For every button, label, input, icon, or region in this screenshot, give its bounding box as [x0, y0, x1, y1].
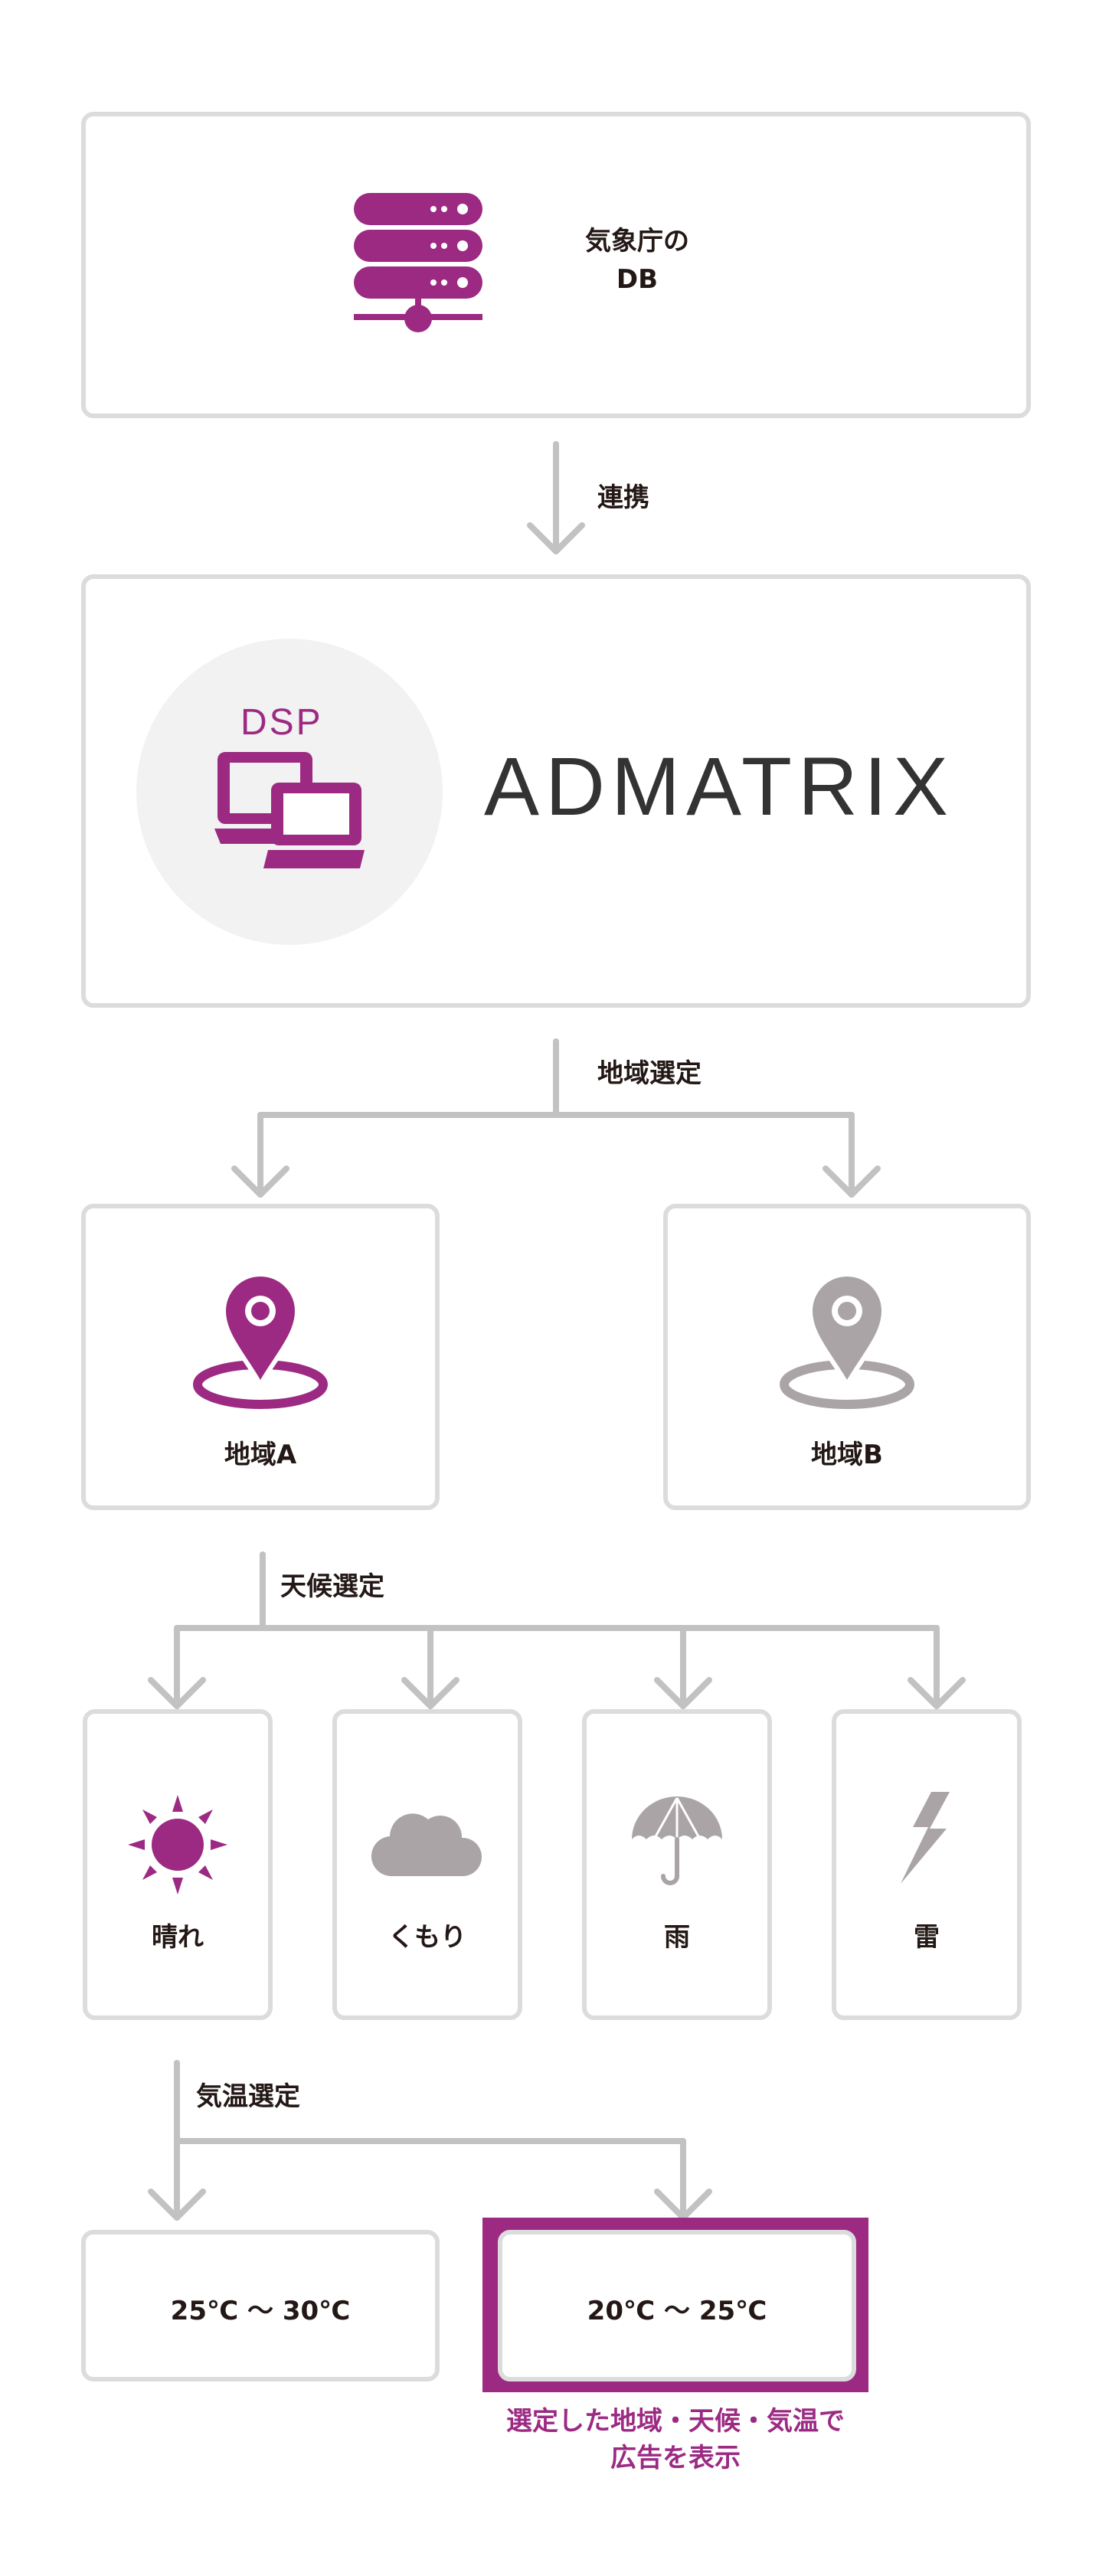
sun-icon	[128, 1795, 227, 1894]
temp-25-30-box[interactable]: 25℃ ～ 30℃	[81, 2230, 440, 2381]
map-pin-icon	[193, 1271, 328, 1409]
lightning-icon	[901, 1792, 950, 1884]
result-caption: 選定した地域・天候・気温で 広告を表示	[429, 2403, 922, 2476]
server-icon	[354, 193, 482, 332]
result-caption-line1: 選定した地域・天候・気温で	[506, 2406, 845, 2437]
temp-20-25-box[interactable]: 20℃ ～ 25℃	[498, 2230, 856, 2381]
umbrella-icon	[632, 1796, 722, 1885]
weather-thunder-label: 雷	[914, 1922, 940, 1953]
weather-sunny-box[interactable]: 晴れ	[83, 1709, 273, 2020]
weather-sunny-label: 晴れ	[152, 1922, 204, 1953]
dsp-box: DSP ADMATRIX	[81, 574, 1031, 1008]
temp-select-label: 気温選定	[196, 2081, 300, 2112]
temp-20-25-label: 20℃ ～ 25℃	[587, 2296, 767, 2326]
cloud-icon	[371, 1813, 482, 1877]
db-label: 気象庁の DB	[515, 222, 760, 299]
region-select-label: 地域選定	[597, 1058, 702, 1089]
db-label-line2: DB	[616, 264, 659, 295]
map-pin-icon	[780, 1271, 914, 1409]
weather-rain-box[interactable]: 雨	[582, 1709, 772, 2020]
db-box: 気象庁の DB	[81, 112, 1031, 418]
weather-rain-label: 雨	[664, 1922, 690, 1953]
link-label: 連携	[597, 482, 649, 513]
region-b-box[interactable]: 地域B	[663, 1204, 1031, 1510]
temp-25-30-label: 25℃ ～ 30℃	[170, 2296, 351, 2326]
brand-logo: ADMATRIX	[484, 740, 955, 832]
dsp-badge: DSP	[240, 702, 323, 743]
weather-select-label: 天候選定	[280, 1571, 384, 1602]
devices-icon	[214, 752, 365, 868]
db-label-line1: 気象庁の	[585, 226, 689, 257]
weather-thunder-box[interactable]: 雷	[832, 1709, 1022, 2020]
region-a-box[interactable]: 地域A	[81, 1204, 440, 1510]
weather-cloudy-label: くもり	[388, 1922, 466, 1953]
weather-cloudy-box[interactable]: くもり	[332, 1709, 522, 2020]
result-caption-line2: 広告を表示	[610, 2443, 741, 2473]
region-a-label: 地域A	[224, 1440, 297, 1470]
region-b-label: 地域B	[811, 1440, 883, 1470]
